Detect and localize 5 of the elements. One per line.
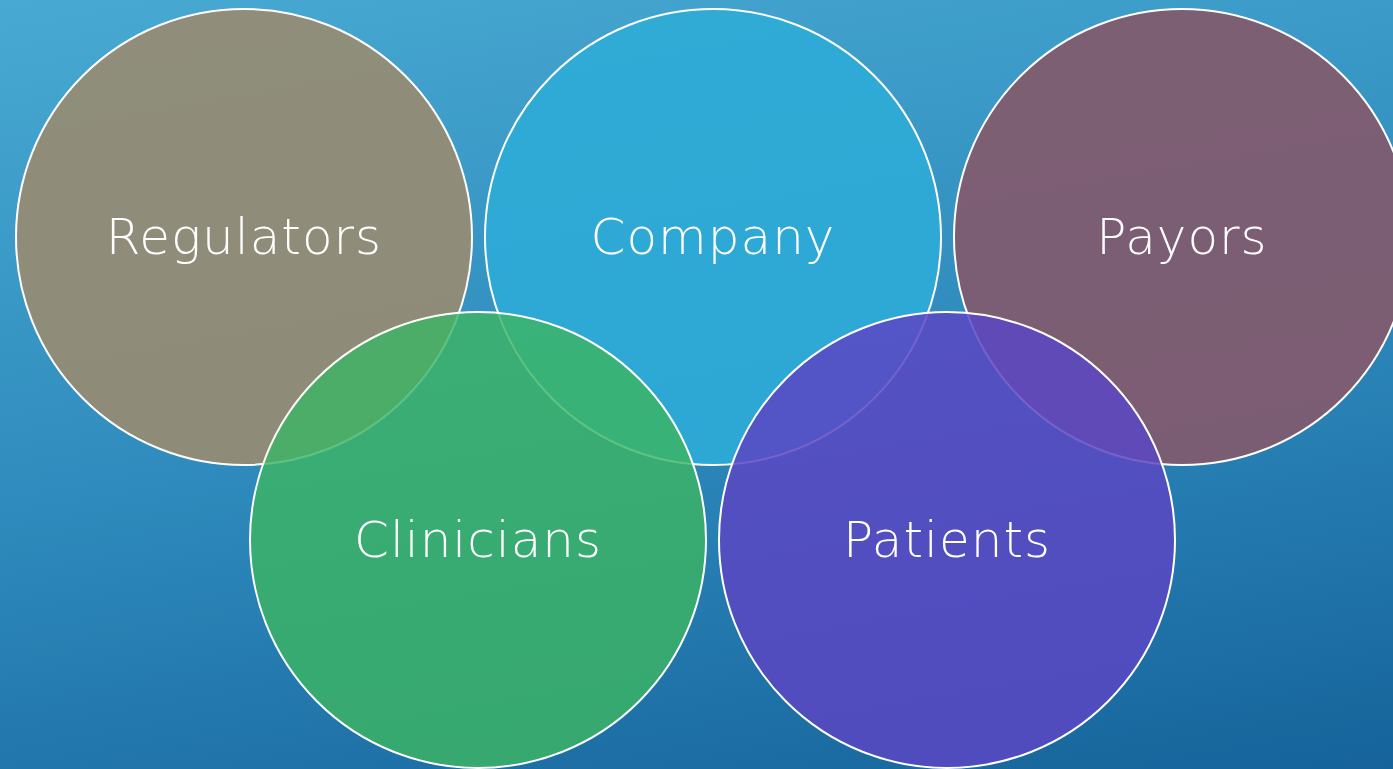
circle-label: Clinicians bbox=[353, 511, 602, 569]
circle-label: Company bbox=[590, 208, 836, 266]
circle-label: Regulators bbox=[105, 208, 383, 266]
circle-label: Patients bbox=[842, 511, 1052, 569]
circle-label: Payors bbox=[1096, 208, 1268, 266]
